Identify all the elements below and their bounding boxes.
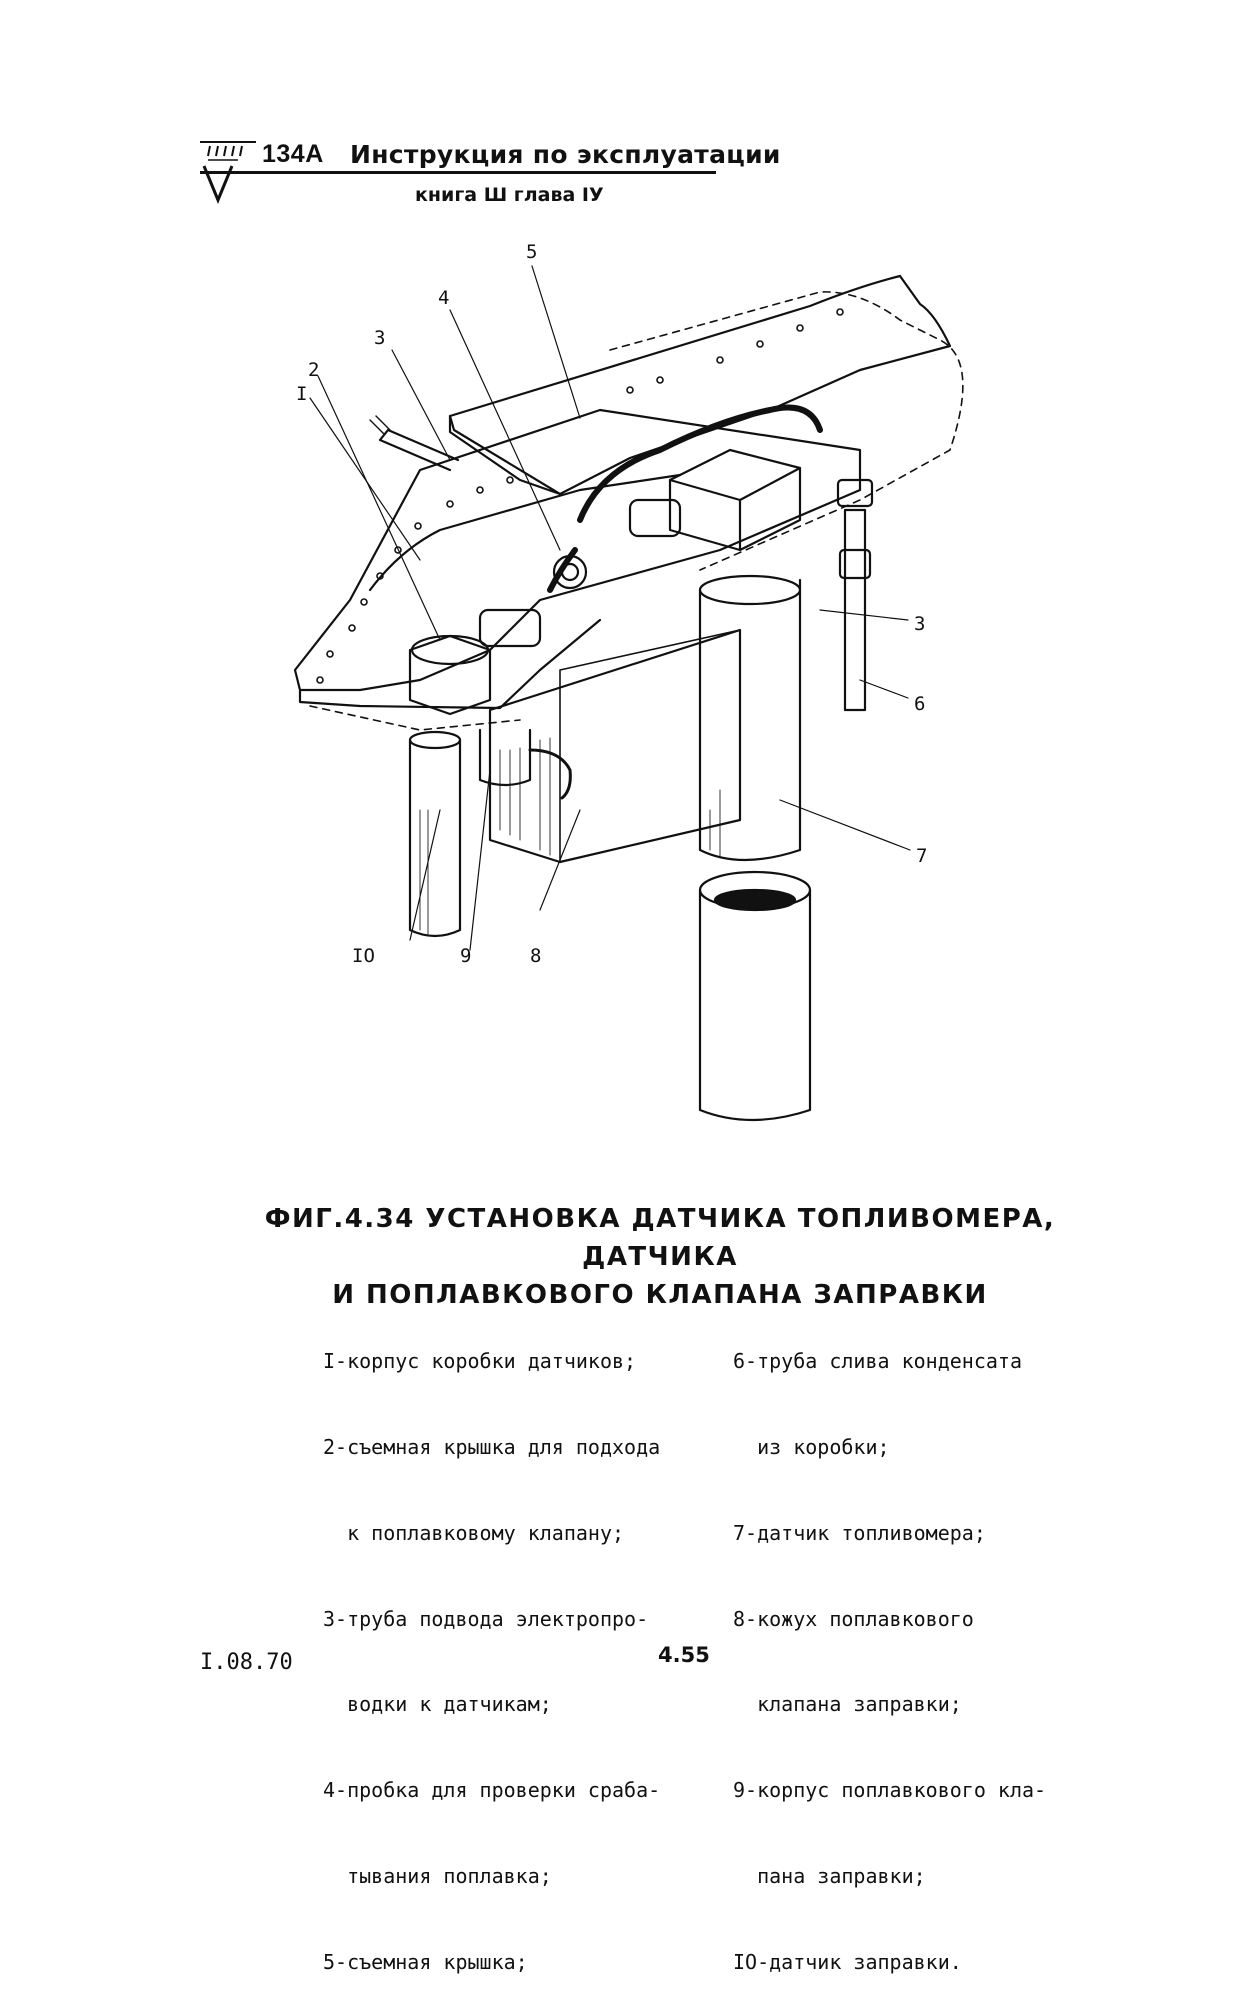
legend-right-column: 6-труба слива конденсата из коробки; 7-д… <box>733 1290 1046 2005</box>
figure-caption: ФИГ.4.34 УСТАНОВКА ДАТЧИКА ТОПЛИВОМЕРА, … <box>230 1200 1090 1314</box>
callout-9: 9 <box>460 945 471 967</box>
page-number: 4.55 <box>658 1643 710 1667</box>
technical-illustration: I 2 3 4 5 3 6 7 8 9 IO <box>293 241 964 1122</box>
callout-7: 7 <box>916 845 927 867</box>
float-valve-cover <box>488 628 742 864</box>
header-rule <box>200 171 716 174</box>
legend-item: 8-кожух поплавкового <box>733 1606 974 1631</box>
header-top-rule <box>200 141 256 143</box>
legend-left-column: I-корпус коробки датчиков; 2-съемная кры… <box>323 1290 660 2005</box>
callout-2: 2 <box>308 359 319 381</box>
legend-item: тывания поплавка; <box>323 1863 552 1888</box>
callout-3-top: 3 <box>374 327 385 349</box>
caption-line-1: ФИГ.4.34 УСТАНОВКА ДАТЧИКА ТОПЛИВОМЕРА, … <box>264 1204 1056 1272</box>
document-code: 134А <box>262 140 324 168</box>
callout-10: IO <box>352 945 375 967</box>
fuel-gauge-sensor <box>698 578 802 862</box>
legend-item: IO-датчик заправки. <box>733 1949 962 1974</box>
legend-item: 4-пробка для проверки сраба- <box>323 1778 661 1803</box>
callout-1: I <box>296 383 307 405</box>
callout-3-right: 3 <box>914 613 925 635</box>
legend-item: 9-корпус поплавкового кла- <box>733 1778 1047 1803</box>
filler-sensor <box>408 738 462 938</box>
removable-cover-plate <box>448 274 952 496</box>
revision-date: I.08.70 <box>200 1650 293 1675</box>
callout-6: 6 <box>914 693 925 715</box>
callout-4: 4 <box>438 287 449 309</box>
legend-item: 3-труба подвода электропро- <box>323 1606 649 1631</box>
document-title: Инструкция по эксплуатации <box>350 140 781 169</box>
book-chapter-label: книга Ш глава IУ <box>415 184 604 206</box>
legend-item: 5-съемная крышка; <box>323 1949 528 1974</box>
caption-line-2: И ПОПЛАВКОВОГО КЛАПАНА ЗАПРАВКИ <box>332 1280 988 1310</box>
wire-conduit-tube <box>378 428 460 472</box>
drain-tube <box>843 508 867 712</box>
legend-item: 6-труба слива конденсата <box>733 1349 1022 1374</box>
legend-item: клапана заправки; <box>733 1692 962 1717</box>
callout-5: 5 <box>526 241 537 263</box>
legend-item: к поплавковому клапану; <box>323 1520 625 1545</box>
legend-item: 2-съемная крышка для подхода <box>323 1434 661 1459</box>
legend-item: 7-датчик топливомера; <box>733 1520 986 1545</box>
legend-item: пана заправки; <box>733 1863 926 1888</box>
callout-8: 8 <box>530 945 541 967</box>
legend-item: I-корпус коробки датчиков; <box>323 1349 637 1374</box>
legend-item: из коробки; <box>733 1434 890 1459</box>
legend-item: водки к датчикам; <box>323 1692 552 1717</box>
